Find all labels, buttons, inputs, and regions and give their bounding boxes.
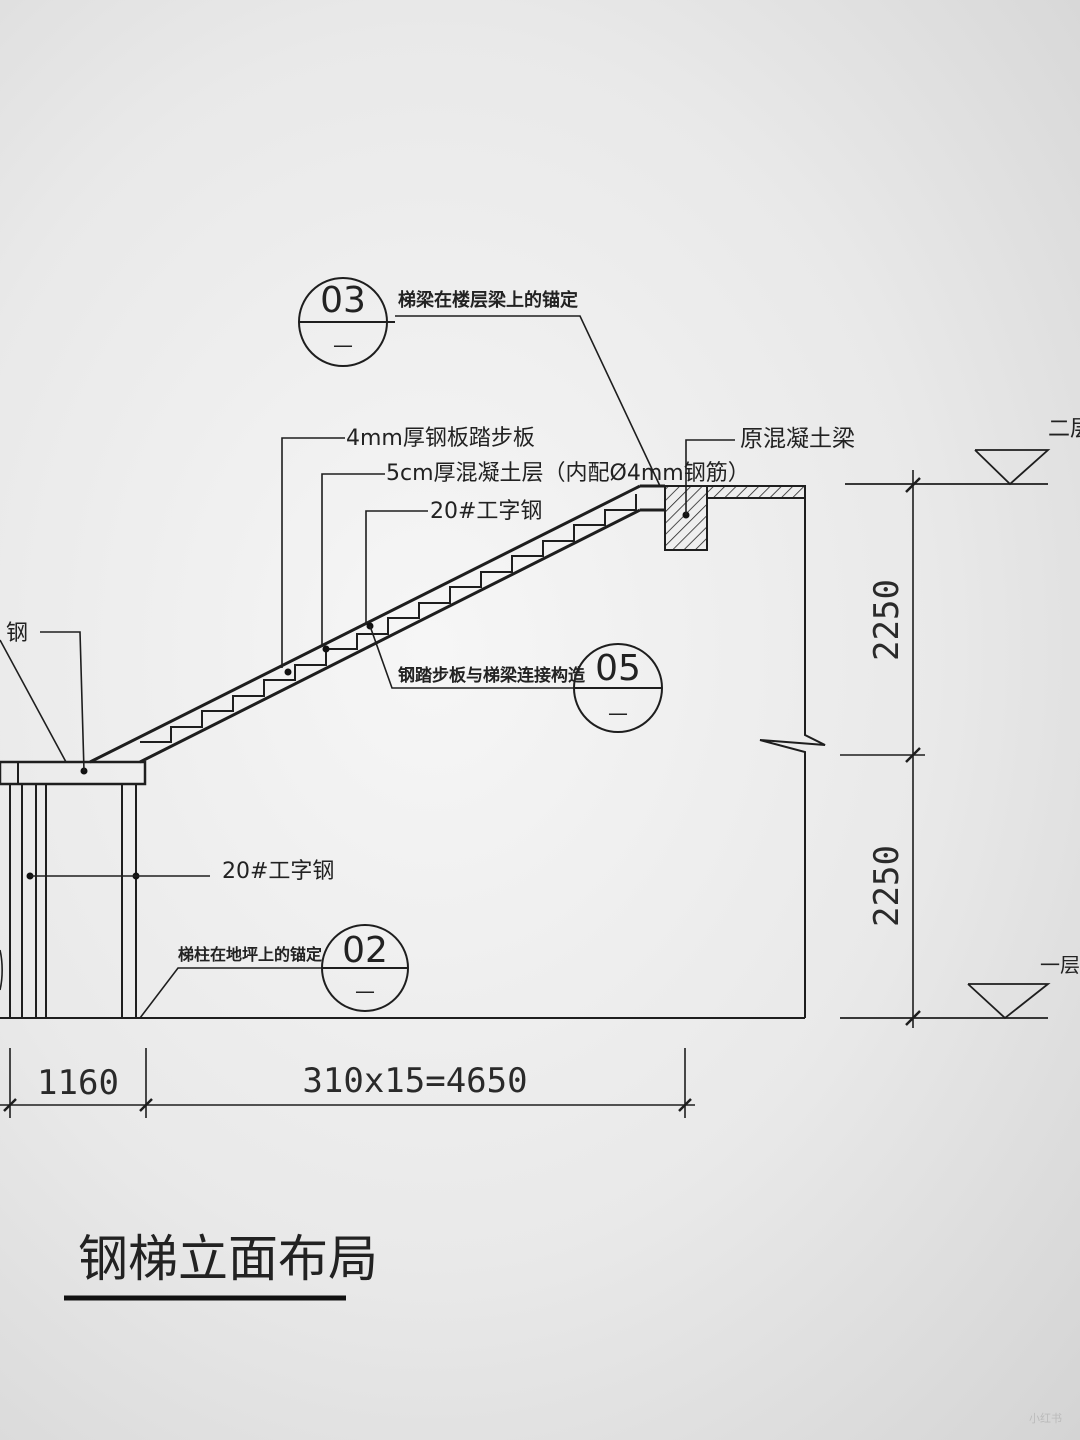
stair-flight	[89, 484, 665, 764]
callout-02: 02 — 梯柱在地坪上的锚定	[178, 924, 409, 1012]
drawing-title: 钢梯立面布局	[78, 1230, 378, 1288]
section-boundary	[0, 495, 826, 1019]
dim-height-upper: 2250	[867, 579, 907, 661]
callout-05: 05 — 钢踏步板与梯梁连接构造	[398, 643, 663, 733]
label-original-beam: 原混凝土梁	[740, 426, 855, 452]
callout-05-number: 05	[595, 648, 641, 689]
callout-03-label: 梯梁在楼层梁上的锚定	[398, 289, 578, 311]
leader-lines	[0, 315, 735, 1019]
vertical-dimension	[840, 470, 925, 1028]
callout-05-label: 钢踏步板与梯梁连接构造	[398, 665, 586, 686]
callout-05-sub: —	[608, 701, 628, 725]
label-tread: 4mm厚钢板踏步板	[346, 426, 535, 451]
label-ibeam-upper: 20#工字钢	[430, 499, 542, 524]
callout-02-number: 02	[342, 930, 388, 971]
callout-03-number: 03	[320, 280, 366, 321]
label-concrete: 5cm厚混凝土层（内配Ø4mm钢筋）	[386, 461, 750, 486]
level-label-lower: 一层	[1040, 953, 1080, 977]
callout-02-sub: —	[355, 979, 375, 1003]
dim-height-lower: 2250	[867, 845, 907, 927]
level-marker-upper	[845, 449, 1051, 486]
watermark: 小红书	[1029, 1412, 1062, 1425]
dim-width-landing: 1160	[37, 1063, 119, 1103]
callout-02-label: 梯柱在地坪上的锚定	[178, 945, 322, 964]
landing-frame	[0, 760, 210, 1018]
label-ibeam-lower: 20#工字钢	[222, 859, 334, 884]
level-label-upper: 二层	[1048, 417, 1080, 442]
label-left-steel: 钢	[6, 621, 28, 646]
callout-03: 03 — 梯梁在楼层梁上的锚定	[298, 277, 578, 367]
callout-03-sub: —	[333, 333, 353, 357]
dim-width-run: 310x15=4650	[302, 1061, 527, 1101]
horizontal-dimension	[0, 1048, 695, 1118]
level-marker-lower	[840, 983, 1051, 1020]
